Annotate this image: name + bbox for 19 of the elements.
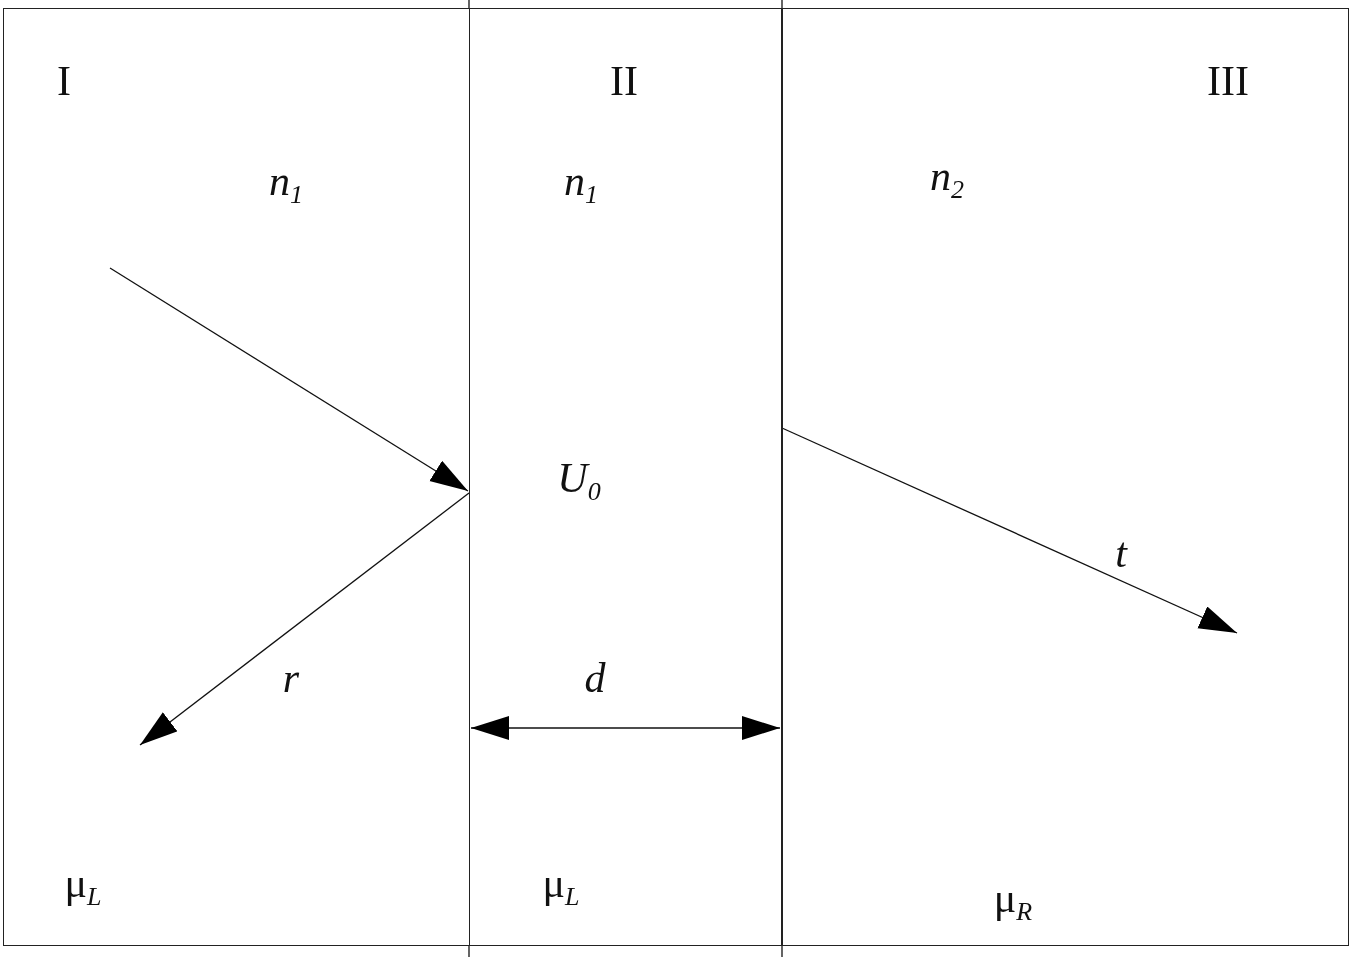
region-box <box>3 8 470 946</box>
ray-arrow <box>781 427 1238 634</box>
chemical-potential-label: μ$_{L}$ <box>542 862 580 910</box>
ray-arrow <box>109 267 469 492</box>
chemical-potential-label: μ$_{R}$ <box>993 877 1033 925</box>
region-box <box>469 8 782 946</box>
refractive-index-label: n$_{2}$ <box>930 155 964 203</box>
region-label: III <box>1207 60 1249 102</box>
refractive-index-label: n$_{1}$ <box>269 160 303 208</box>
region-label: II <box>610 60 638 102</box>
region-box <box>782 8 1349 946</box>
dimension-label: d <box>584 657 606 699</box>
edge-label: r <box>282 657 300 699</box>
ray-arrow <box>139 492 470 746</box>
region-label: I <box>57 60 71 102</box>
edge-label: t <box>1115 532 1127 574</box>
refractive-index-label: n$_{1}$ <box>564 160 598 208</box>
potential-label: U$_{0}$ <box>557 457 601 505</box>
chemical-potential-label: μ$_{L}$ <box>64 862 102 910</box>
